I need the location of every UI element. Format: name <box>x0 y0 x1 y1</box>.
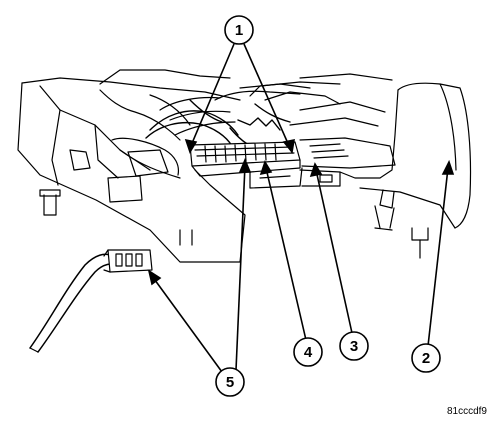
leader-lines <box>147 43 455 373</box>
seat-assembly <box>17 77 246 263</box>
seat-rails <box>159 81 386 136</box>
callout-1: 1 <box>224 15 254 45</box>
callout-2-label: 2 <box>422 350 430 367</box>
callout-5-label: 5 <box>226 374 234 391</box>
figure-id: 81cccdf9 <box>446 406 487 417</box>
seat-back <box>99 69 393 85</box>
callout-3: 3 <box>339 331 369 361</box>
callout-1-label: 1 <box>235 22 243 39</box>
callout-4: 4 <box>293 337 323 367</box>
pigtail-connector <box>29 249 153 353</box>
callout-5: 5 <box>215 367 245 397</box>
callout-2: 2 <box>411 343 441 373</box>
mounting-studs <box>39 189 429 259</box>
seat-cushion-side <box>339 82 472 231</box>
callout-3-label: 3 <box>350 338 358 355</box>
callout-4-label: 4 <box>304 344 313 361</box>
